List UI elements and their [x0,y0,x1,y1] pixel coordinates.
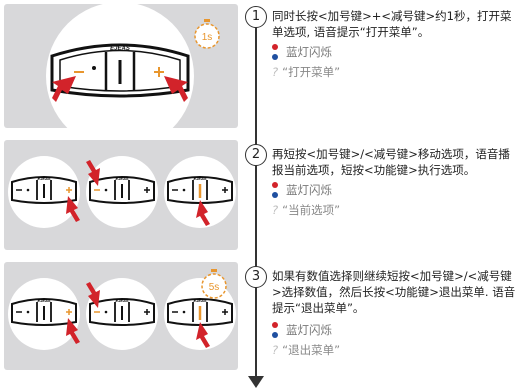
voice-prompt-icon: ? [272,203,279,217]
step2-device-1: EJEAS [8,156,80,228]
step3-device-2: EJEAS [86,278,158,350]
red-led-icon [272,182,278,188]
svg-text:EJEAS: EJEAS [193,298,206,303]
step3-voice: ?“退出菜单” [272,342,340,358]
timeline-line [255,14,257,376]
voice-prompt-icon: ? [272,343,279,357]
svg-text:EJEAS: EJEAS [115,298,128,303]
step2-device-3: EJEAS [164,156,236,228]
step1-voice-label: “打开菜单” [282,65,341,79]
step1-status-label: 蓝灯闪烁 [286,45,332,59]
timeline-arrow-down-icon [248,376,264,388]
step2-number: 2 [245,144,267,166]
step1-timer-label: 1s [202,32,213,43]
step2-voice: ?“当前选项” [272,202,340,218]
step1-brand-logo: EJEAS [110,46,130,52]
step1-device: EJEAS 1s [46,4,220,128]
step1-number: 1 [245,6,267,28]
step3-status-label: 蓝灯闪烁 [286,323,332,337]
step2-status-label: 蓝灯闪烁 [286,183,332,197]
step2-status: 蓝灯闪烁 [272,182,512,198]
step3-device-1: EJEAS [8,278,80,350]
red-led-icon [272,44,278,50]
svg-text:EJEAS: EJEAS [115,176,128,181]
step1-left-press-arrow-icon [52,76,76,102]
step3-number: 3 [245,266,267,288]
blue-led-icon [272,54,278,60]
step1-voice: ?“打开菜单” [272,64,340,80]
svg-text:EJEAS: EJEAS [37,176,50,181]
step1-right-press-arrow-icon [164,76,188,102]
step3-status: 蓝灯闪烁 [272,322,512,338]
step1-plus-icon [154,67,164,77]
step2-devices: EJEAS EJEAS EJEAS [8,156,236,228]
step2-device-2: EJEAS [86,156,158,228]
step3-devices: EJEAS EJEAS EJEAS 5s [8,269,236,350]
step3-voice-label: “退出菜单” [282,343,341,357]
step1-timer-icon: 1s [194,19,220,49]
red-led-icon [272,322,278,328]
step1-status: 蓝灯闪烁 [272,44,512,60]
step3-timer-label: 5s [209,282,220,293]
svg-text:EJEAS: EJEAS [37,298,50,303]
svg-text:EJEAS: EJEAS [193,176,206,181]
blue-led-icon [272,332,278,338]
step1-instruction: 同时长按<加号键>+<减号键>约1秒，打开菜单选项, 语音提示“打开菜单”。 [272,9,512,39]
voice-prompt-icon: ? [272,65,279,79]
step2-voice-label: “当前选项” [282,203,341,217]
step3-instruction: 如果有数值选择则继续短按<加号键>/<减号键>选择数值，然后长按<功能键>退出菜… [272,269,516,315]
step3-timer-icon: 5s [201,269,227,299]
blue-led-icon [272,192,278,198]
step2-instruction: 再短按<加号键>/<减号键>移动选项，语音播报当前选项，短按<功能键>执行选项。 [272,147,510,177]
